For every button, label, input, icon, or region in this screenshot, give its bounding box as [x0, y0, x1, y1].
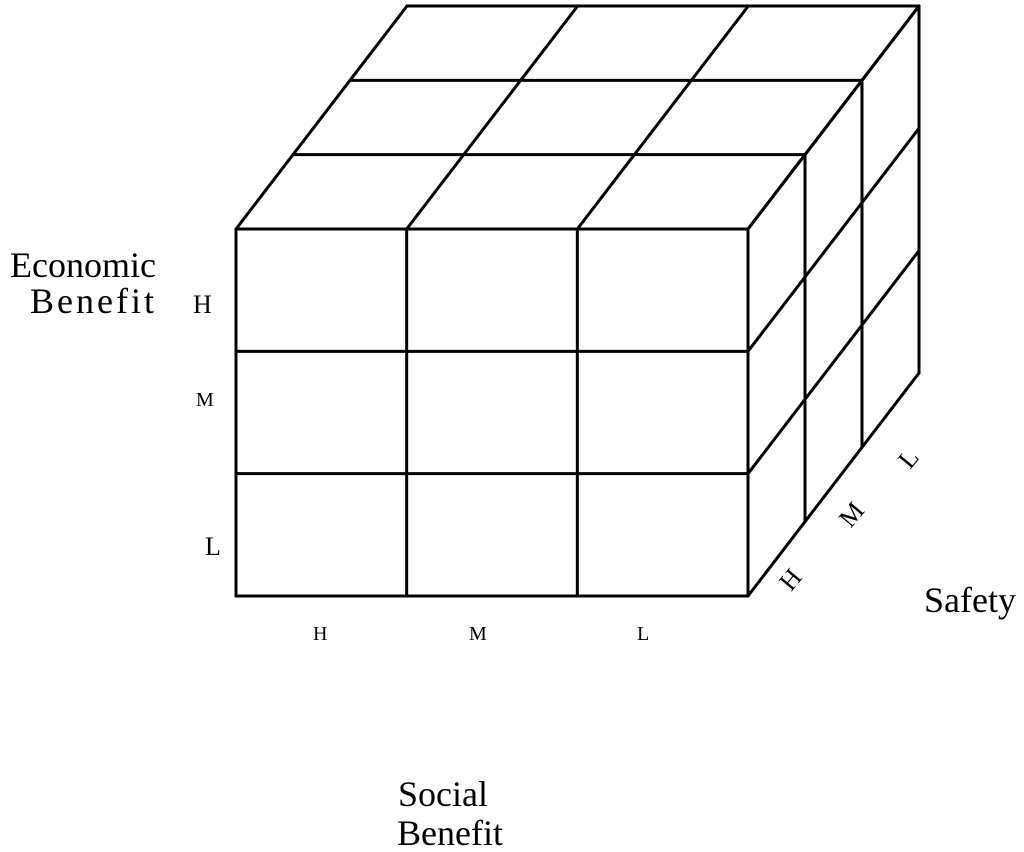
economic-level-high: H [193, 290, 212, 319]
economic-level-low: L [205, 532, 221, 561]
safety-level-high: H [773, 563, 807, 596]
top-depth-line [234, 4, 409, 231]
top-depth-line [405, 4, 580, 231]
social-level-high: H [313, 623, 327, 645]
side-depth-line [746, 4, 921, 231]
social-benefit-title-line2: Benefit [397, 813, 503, 852]
side-depth-line [746, 249, 921, 476]
cube-side-face [748, 6, 919, 596]
cube-front-face [236, 229, 748, 596]
safety-level-medium: M [833, 496, 870, 532]
social-benefit-title-line1: Social [398, 774, 488, 814]
social-level-low: L [637, 623, 649, 645]
safety-title: Safety [924, 580, 1016, 620]
cube-grid-lines [234, 4, 921, 598]
economic-benefit-title-line2: Benefit [30, 281, 157, 321]
top-depth-line [575, 4, 750, 231]
economic-benefit-title-line1: Economic [10, 245, 156, 285]
social-level-medium: M [469, 623, 487, 645]
cube-top-face [236, 6, 919, 229]
economic-level-medium: M [196, 389, 214, 411]
side-depth-line [746, 126, 921, 353]
side-depth-line [746, 371, 921, 598]
safety-level-low: L [892, 443, 924, 474]
